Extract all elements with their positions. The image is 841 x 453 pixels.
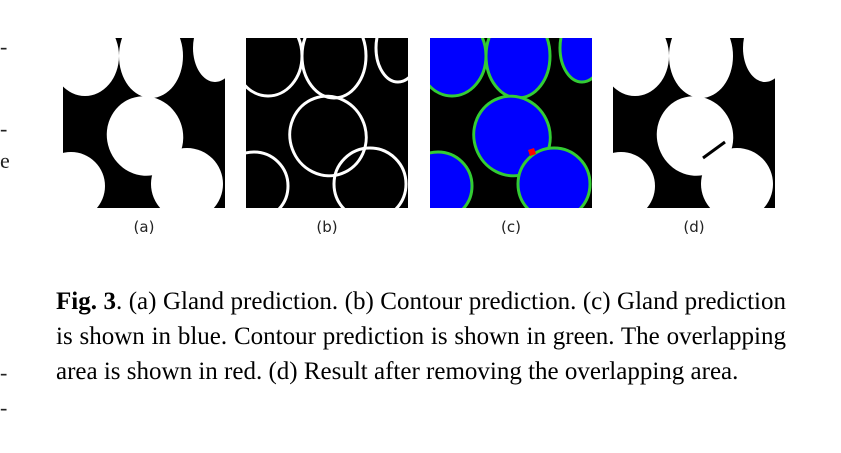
margin-fragment: - — [0, 360, 8, 385]
subfigure-d-label: (d) — [683, 218, 705, 236]
subfigure-a-label: (a) — [133, 218, 155, 236]
subfigure-b-image — [246, 38, 408, 208]
subfigure-a-image — [63, 38, 225, 208]
overlay-map — [430, 38, 592, 208]
contour-prediction-map — [246, 38, 408, 208]
overlap-region — [528, 148, 536, 156]
figure-caption: Fig. 3. (a) Gland prediction. (b) Contou… — [56, 284, 786, 389]
margin-fragment: - — [0, 116, 8, 141]
caption-text: . (a) Gland prediction. (b) Contour pred… — [56, 288, 786, 385]
margin-fragment: - — [0, 395, 8, 420]
gland-prediction-mask — [63, 38, 225, 208]
margin-fragment: e — [0, 148, 10, 173]
subfigure-d-image — [613, 38, 775, 208]
result-mask — [613, 38, 775, 208]
subfigure-c-image — [430, 38, 592, 208]
subfigure-c-label: (c) — [501, 218, 521, 236]
figure-label: Fig. 3 — [56, 288, 116, 315]
margin-fragment: - — [0, 34, 8, 59]
subfigure-b-label: (b) — [316, 218, 338, 236]
